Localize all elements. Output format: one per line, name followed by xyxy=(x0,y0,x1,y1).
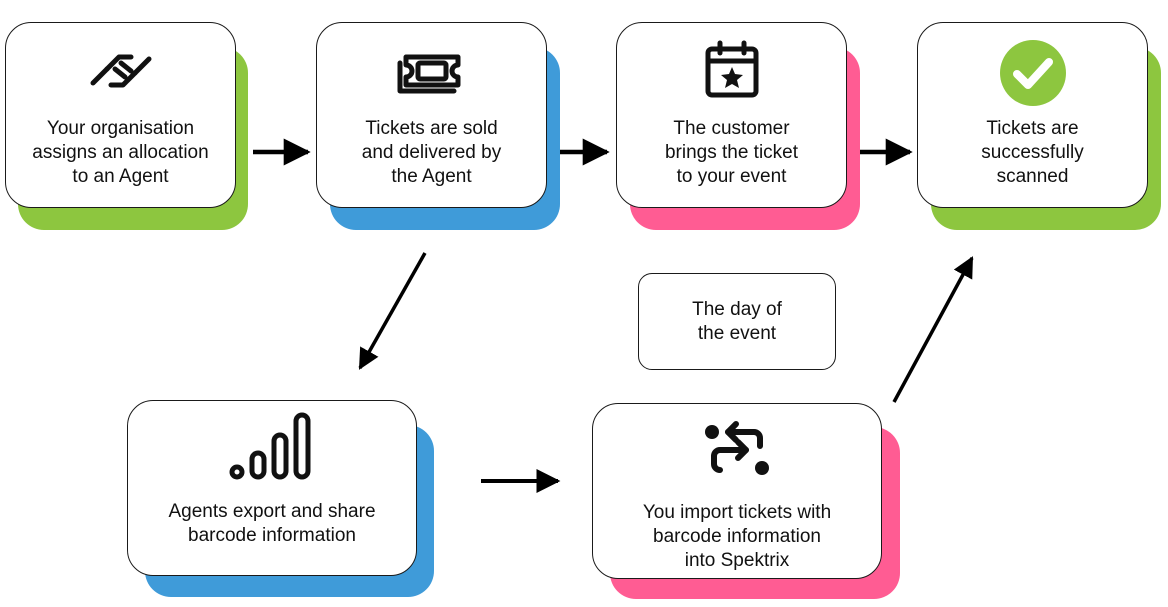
step-card: Tickets are successfully scanned xyxy=(917,22,1148,208)
step-label: Your organisation assigns an allocation … xyxy=(32,118,209,187)
calendar-star-icon xyxy=(705,40,758,98)
arrow-sold-to-export xyxy=(358,252,427,370)
step-card: Agents export and share barcode informat… xyxy=(127,400,417,576)
step-card: The customer brings the ticket to your e… xyxy=(616,22,847,208)
note-day-of-event: The day of the event xyxy=(638,273,836,370)
swap-arrows-icon xyxy=(705,421,769,475)
arrow-import-to-scanned xyxy=(892,256,974,403)
step-label: Tickets are sold and delivered by the Ag… xyxy=(361,118,502,187)
step-label: You import tickets with barcode informat… xyxy=(642,502,832,571)
step-card: You import tickets with barcode informat… xyxy=(592,403,882,579)
ticket-icon xyxy=(397,54,460,94)
handshake-icon xyxy=(90,54,151,88)
signal-bars-icon xyxy=(229,412,311,480)
step-label: Tickets are successfully scanned xyxy=(981,118,1084,187)
step-card: Your organisation assigns an allocation … xyxy=(5,22,236,208)
note-label: The day of the event xyxy=(692,299,782,344)
step-label: Agents export and share barcode informat… xyxy=(168,501,376,546)
step-card: Tickets are sold and delivered by the Ag… xyxy=(316,22,547,208)
check-circle-icon xyxy=(999,40,1066,106)
step-label: The customer brings the ticket to your e… xyxy=(664,118,799,187)
